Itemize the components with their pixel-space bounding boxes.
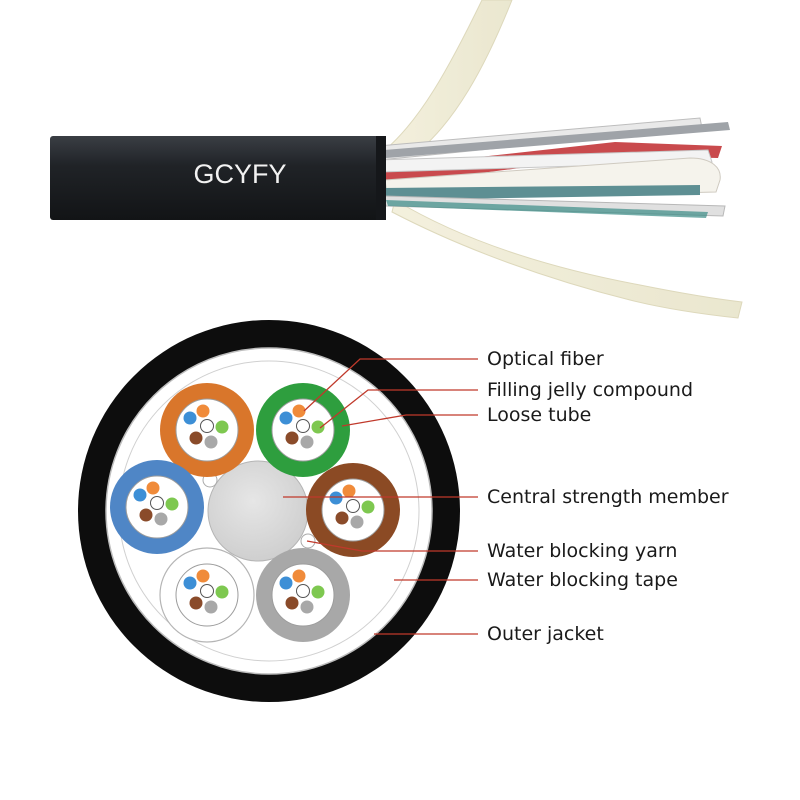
optical-fiber	[279, 411, 293, 425]
optical-fiber	[200, 419, 214, 433]
optical-fiber	[335, 511, 349, 525]
label-outer-jacket: Outer jacket	[487, 623, 604, 645]
optical-fiber	[183, 411, 197, 425]
loose-tube-orange	[160, 383, 254, 477]
optical-fiber	[361, 500, 375, 514]
label-central-strength-member: Central strength member	[487, 486, 729, 508]
loose-tube-green	[256, 383, 350, 477]
optical-fiber	[215, 420, 229, 434]
loose-tube-blue	[110, 460, 204, 554]
optical-fiber	[139, 508, 153, 522]
exposed-tubes	[377, 117, 730, 218]
label-filling-jelly-compound: Filling jelly compound	[487, 379, 694, 401]
cross-section	[78, 320, 460, 702]
optical-fiber	[292, 569, 306, 583]
loose-tube-white	[159, 547, 255, 643]
optical-fiber	[189, 431, 203, 445]
lower-fiber-ribbon	[391, 199, 743, 319]
optical-fiber	[329, 491, 343, 505]
label-water-blocking-tape: Water blocking tape	[487, 569, 678, 591]
cable-jacket	[50, 136, 382, 220]
central-strength-member	[207, 460, 309, 562]
optical-fiber	[154, 512, 168, 526]
optical-fiber	[204, 435, 218, 449]
label-loose-tube: Loose tube	[487, 404, 592, 426]
optical-fiber	[296, 419, 310, 433]
optical-fiber	[350, 515, 364, 529]
upper-fiber-ribbon	[383, 0, 513, 151]
label-optical-fiber: Optical fiber	[487, 348, 604, 370]
optical-fiber	[311, 420, 325, 434]
optical-fiber	[196, 569, 210, 583]
optical-fiber	[183, 576, 197, 590]
optical-fiber	[133, 488, 147, 502]
optical-fiber	[300, 600, 314, 614]
optical-fiber	[342, 484, 356, 498]
leader-line-filling-jelly	[319, 389, 478, 429]
optical-fiber	[292, 404, 306, 418]
cable-print-label: GCYFY	[193, 159, 286, 189]
optical-fiber	[311, 585, 325, 599]
optical-fiber	[146, 481, 160, 495]
leader-line-water-yarn	[306, 540, 478, 552]
optical-fiber	[196, 404, 210, 418]
optical-fiber	[296, 584, 310, 598]
optical-fiber	[150, 496, 164, 510]
optical-fiber	[285, 596, 299, 610]
optical-fiber	[204, 600, 218, 614]
leader-line-loose-tube	[341, 414, 478, 427]
optical-fiber	[346, 499, 360, 513]
optical-fiber	[165, 497, 179, 511]
optical-fiber	[285, 431, 299, 445]
optical-fiber	[215, 585, 229, 599]
loose-tube-grey	[256, 548, 350, 642]
optical-fiber	[200, 584, 214, 598]
optical-fiber	[300, 435, 314, 449]
leader-line-optical-fiber	[303, 358, 478, 412]
optical-fiber	[279, 576, 293, 590]
loose-tube-brown	[306, 463, 400, 557]
optical-fiber	[189, 596, 203, 610]
label-water-blocking-yarn: Water blocking yarn	[487, 540, 678, 562]
leader-lines	[283, 358, 478, 635]
cable-photo: GCYFY	[50, 0, 743, 319]
